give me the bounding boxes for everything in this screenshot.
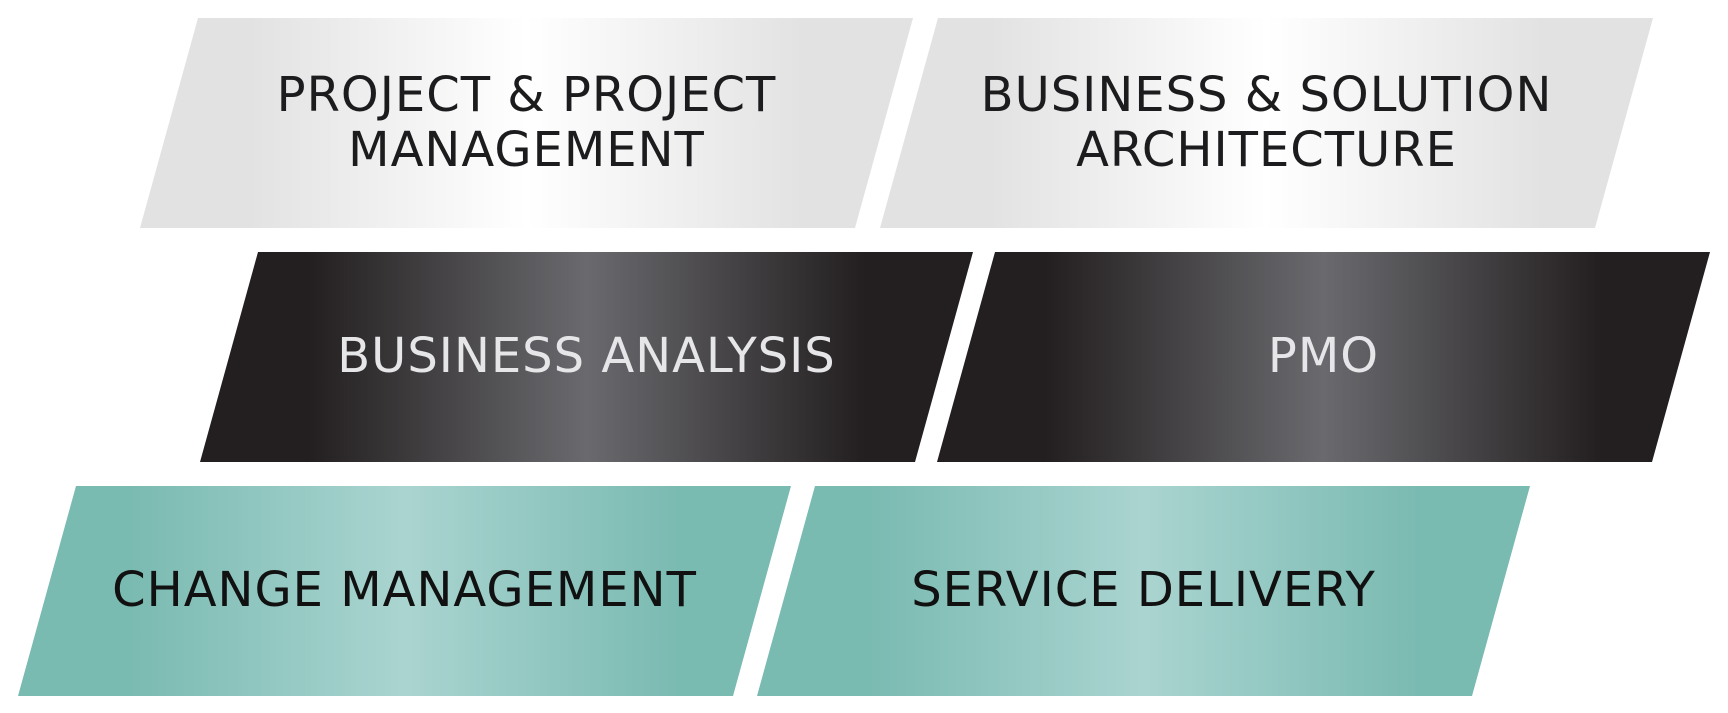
tile-label: BUSINESS & SOLUTION ARCHITECTURE — [980, 66, 1553, 178]
tile-project-management: PROJECT & PROJECT MANAGEMENT — [140, 18, 913, 228]
tile-service-delivery: SERVICE DELIVERY — [757, 486, 1530, 696]
tile-label: PROJECT & PROJECT MANAGEMENT — [276, 66, 777, 178]
tile-pmo: PMO — [937, 252, 1710, 462]
tile-change-management: CHANGE MANAGEMENT — [18, 486, 791, 696]
tile-label: PMO — [1267, 328, 1380, 385]
tile-label: CHANGE MANAGEMENT — [112, 562, 697, 619]
tile-label: BUSINESS ANALYSIS — [337, 328, 836, 385]
tile-label: SERVICE DELIVERY — [911, 562, 1376, 619]
tile-business-analysis: BUSINESS ANALYSIS — [200, 252, 973, 462]
tile-business-solution-architecture: BUSINESS & SOLUTION ARCHITECTURE — [880, 18, 1653, 228]
